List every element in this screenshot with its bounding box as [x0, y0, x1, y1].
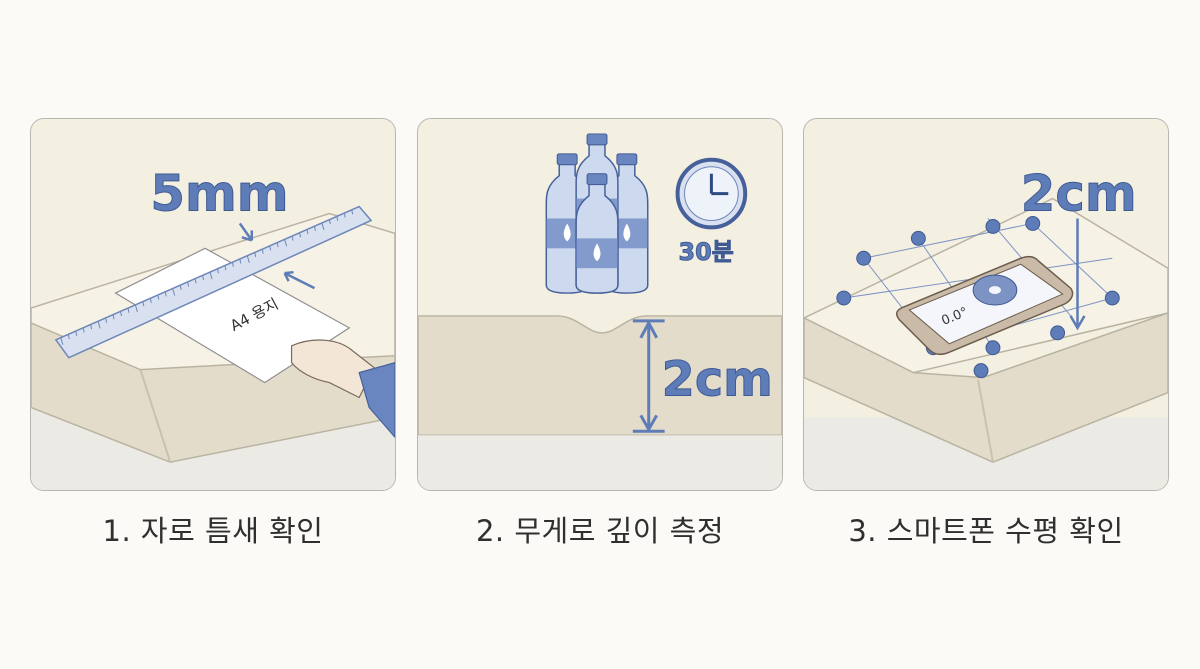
weight-depth-illustration: 30분 2cm	[418, 119, 782, 490]
hand	[290, 339, 395, 439]
level-point-icon	[1104, 290, 1120, 306]
phone-level-illustration: 0.0° 2cm	[804, 119, 1168, 490]
level-point-icon	[985, 218, 1001, 234]
arrow-down-icon	[238, 222, 253, 242]
caption-step-1: 1. 자로 틈새 확인	[102, 514, 324, 548]
caption-step-2: 2. 무게로 깊이 측정	[475, 514, 725, 548]
level-point-icon	[973, 363, 989, 379]
panel-ruler-gap: A4 용지 5mm	[30, 118, 396, 491]
panel-phone-level: 0.0° 2cm	[803, 118, 1169, 491]
arrow-left-icon	[284, 272, 315, 290]
panel-weight-depth: 30분 2cm	[417, 118, 783, 491]
level-point-icon	[1050, 325, 1066, 341]
level-point-icon	[1025, 215, 1041, 231]
water-bottle-icon	[575, 173, 619, 294]
time-label: 30분	[679, 238, 734, 266]
depth-arrow-icon	[632, 319, 665, 433]
a4-paper: A4 용지	[114, 247, 351, 384]
level-point-icon	[910, 230, 926, 246]
gap-measurement-label: 5mm	[150, 165, 288, 223]
level-point-icon	[856, 250, 872, 266]
water-bottles	[545, 133, 649, 294]
depth-measurement-label: 2cm	[662, 353, 773, 408]
caption-step-3: 3. 스마트폰 수평 확인	[848, 514, 1124, 548]
smartphone: 0.0°	[895, 255, 1074, 356]
ruler-gap-illustration: A4 용지 5mm	[31, 119, 395, 490]
ruler	[54, 205, 373, 359]
clock-icon	[675, 157, 748, 230]
level-point-icon	[836, 290, 852, 306]
level-point-icon	[985, 340, 1001, 356]
level-measurement-label: 2cm	[1021, 165, 1137, 223]
